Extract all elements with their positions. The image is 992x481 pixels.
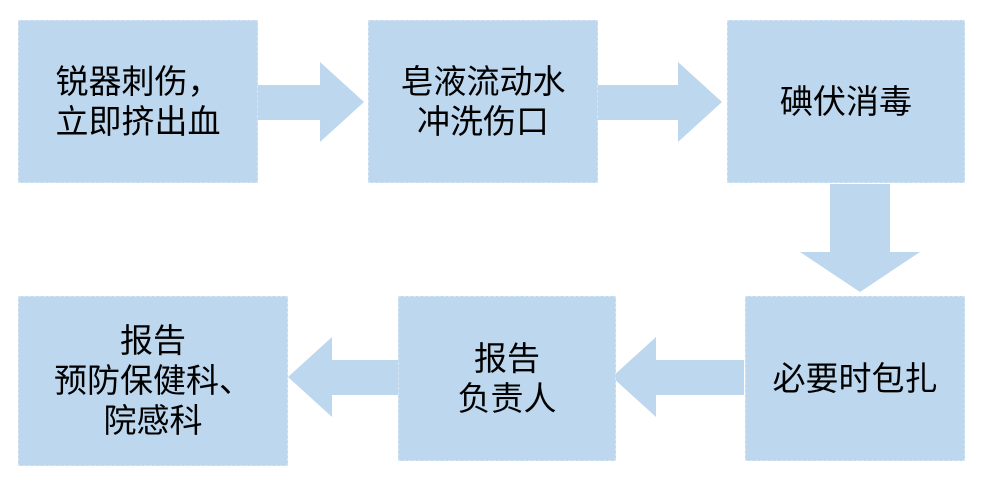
- step-text-line: 立即挤出血: [55, 101, 221, 141]
- arrow-step1-to-step2: [258, 62, 364, 142]
- arrow-step3-to-step4: [800, 184, 920, 292]
- arrow-step4-to-step5: [612, 337, 744, 417]
- step-box-bandage: 必要时包扎: [745, 296, 965, 461]
- step-box-iodine-disinfect: 碘伏消毒: [727, 20, 965, 183]
- arrow-step5-to-step6: [288, 337, 398, 417]
- step-text-line: 碘伏消毒: [780, 81, 912, 121]
- step-text-line: 冲洗伤口: [417, 101, 549, 141]
- arrow-step2-to-step3: [598, 62, 722, 142]
- step-text-line: 负责人: [457, 378, 557, 418]
- step-box-report-supervisor: 报告 负责人: [398, 296, 616, 461]
- step-text-line: 院感科: [103, 401, 203, 440]
- step-box-soap-wash: 皂液流动水 冲洗伤口: [368, 20, 598, 183]
- step-box-report-departments: 报告 预防保健科、 院感科: [18, 296, 288, 466]
- step-text-line: 预防保健科、: [54, 361, 252, 400]
- step-text-line: 锐器刺伤，: [55, 61, 221, 101]
- step-text-line: 报告: [474, 338, 540, 378]
- step-text-line: 必要时包扎: [772, 358, 938, 398]
- step-box-sharp-injury: 锐器刺伤， 立即挤出血: [18, 20, 258, 183]
- step-text-line: 皂液流动水: [400, 61, 566, 101]
- step-text-line: 报告: [120, 321, 186, 360]
